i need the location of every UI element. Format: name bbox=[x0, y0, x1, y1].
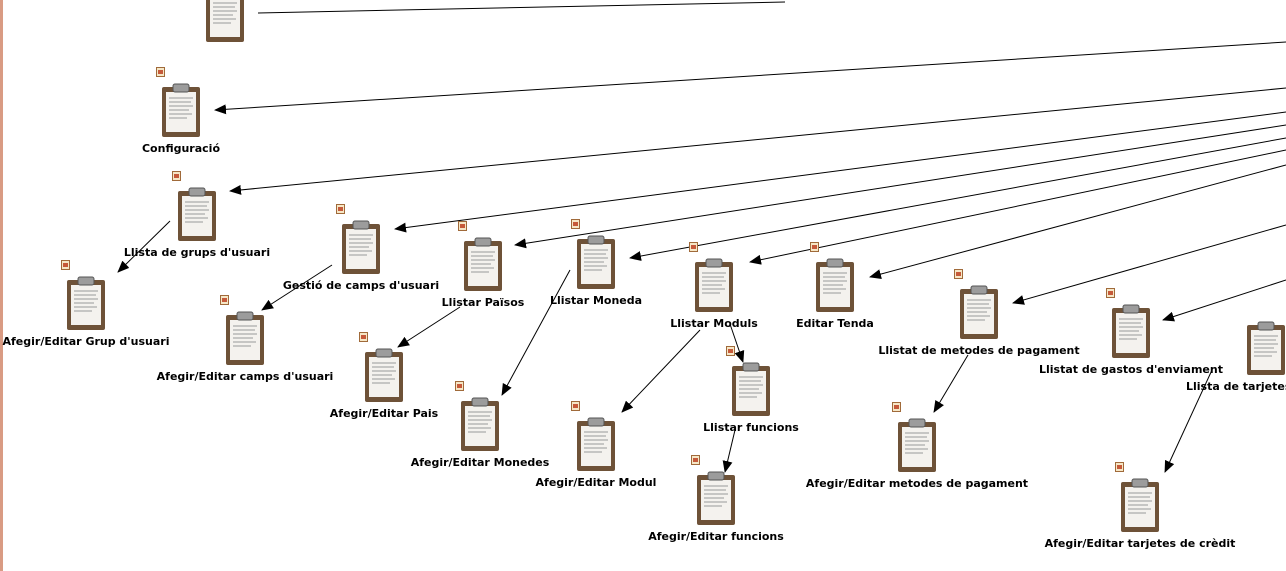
node-label: Configuració bbox=[141, 142, 220, 155]
left-border bbox=[0, 0, 3, 571]
clipboard-icon bbox=[695, 258, 733, 312]
small-page-icon bbox=[1115, 462, 1124, 472]
clipboard-icon bbox=[162, 83, 200, 137]
edge bbox=[1164, 369, 1213, 473]
small-page-icon bbox=[810, 242, 819, 252]
clipboard-icon bbox=[1112, 304, 1150, 358]
clipboard-icon bbox=[206, 0, 244, 42]
edge bbox=[117, 220, 171, 273]
node-label: Llistar Moneda bbox=[549, 294, 643, 307]
clipboard-icon bbox=[898, 418, 936, 472]
edge bbox=[933, 354, 969, 413]
small-page-icon bbox=[455, 381, 464, 391]
edge bbox=[397, 306, 461, 348]
small-page-icon bbox=[220, 295, 229, 305]
small-page-icon bbox=[172, 171, 181, 181]
node-label: Afegir/Editar Grup d'usuari bbox=[2, 335, 170, 348]
edge bbox=[749, 149, 1286, 265]
edge bbox=[621, 329, 701, 413]
small-page-icon bbox=[1106, 288, 1115, 298]
node-label: Afegir/Editar camps d'usuari bbox=[156, 370, 334, 383]
edge bbox=[1162, 279, 1286, 322]
edge bbox=[729, 323, 745, 363]
node-label: Editar Tenda bbox=[796, 317, 874, 330]
node-label: Llistar funcions bbox=[703, 421, 799, 434]
clipboard-icon bbox=[365, 348, 403, 402]
clipboard-icon bbox=[697, 471, 735, 525]
node-label: Afegir/Editar Pais bbox=[329, 407, 439, 420]
clipboard-icon bbox=[960, 285, 998, 339]
small-page-icon bbox=[359, 332, 368, 342]
edge bbox=[629, 137, 1286, 261]
node-label: Afegir/Editar tarjetes de crèdit bbox=[1044, 537, 1236, 550]
small-page-icon bbox=[689, 242, 698, 252]
edge bbox=[514, 124, 1286, 249]
small-page-icon bbox=[571, 219, 580, 229]
edge bbox=[1012, 224, 1286, 305]
node-label: Afegir/Editar metodes de pagament bbox=[805, 477, 1029, 490]
edge bbox=[869, 164, 1286, 279]
clipboard-icon bbox=[461, 397, 499, 451]
edge bbox=[722, 429, 736, 473]
small-page-icon bbox=[892, 402, 901, 412]
node-label: Llistar Països bbox=[441, 296, 525, 309]
node-label: Llistat de gastos d'enviament bbox=[1039, 363, 1223, 376]
small-page-icon bbox=[61, 260, 70, 270]
clipboard-icon bbox=[342, 220, 380, 274]
clipboard-icon bbox=[577, 417, 615, 471]
small-page-icon bbox=[691, 455, 700, 465]
clipboard-icon bbox=[226, 311, 264, 365]
node-label: Llista de grups d'usuari bbox=[123, 246, 271, 259]
small-page-icon bbox=[954, 269, 963, 279]
clipboard-icon bbox=[1247, 321, 1285, 375]
small-page-icon bbox=[726, 346, 735, 356]
clipboard-icon bbox=[732, 362, 770, 416]
small-page-icon bbox=[336, 204, 345, 214]
small-page-icon bbox=[571, 401, 580, 411]
edge bbox=[229, 87, 1286, 195]
clipboard-icon bbox=[178, 187, 216, 241]
edge bbox=[261, 264, 333, 311]
clipboard-icon bbox=[67, 276, 105, 330]
node-label: Afegir/Editar Modul bbox=[535, 476, 657, 489]
clipboard-icon bbox=[816, 258, 854, 312]
node-label: Llista de tarjetes d bbox=[1186, 380, 1286, 393]
small-page-icon bbox=[156, 67, 165, 77]
edge bbox=[394, 111, 1286, 233]
edge bbox=[501, 269, 571, 396]
edge bbox=[214, 41, 1286, 115]
edge bbox=[257, 1, 786, 14]
node-label: Llistar Moduls bbox=[670, 317, 758, 330]
node-label: Llistat de metodes de pagament bbox=[878, 344, 1080, 357]
clipboard-icon bbox=[577, 235, 615, 289]
small-page-icon bbox=[458, 221, 467, 231]
node-label: Afegir/Editar Monedes bbox=[410, 456, 550, 469]
clipboard-icon bbox=[464, 237, 502, 291]
clipboard-icon bbox=[1121, 478, 1159, 532]
node-label: Gestió de camps d'usuari bbox=[282, 279, 440, 292]
node-label: Afegir/Editar funcions bbox=[648, 530, 784, 543]
